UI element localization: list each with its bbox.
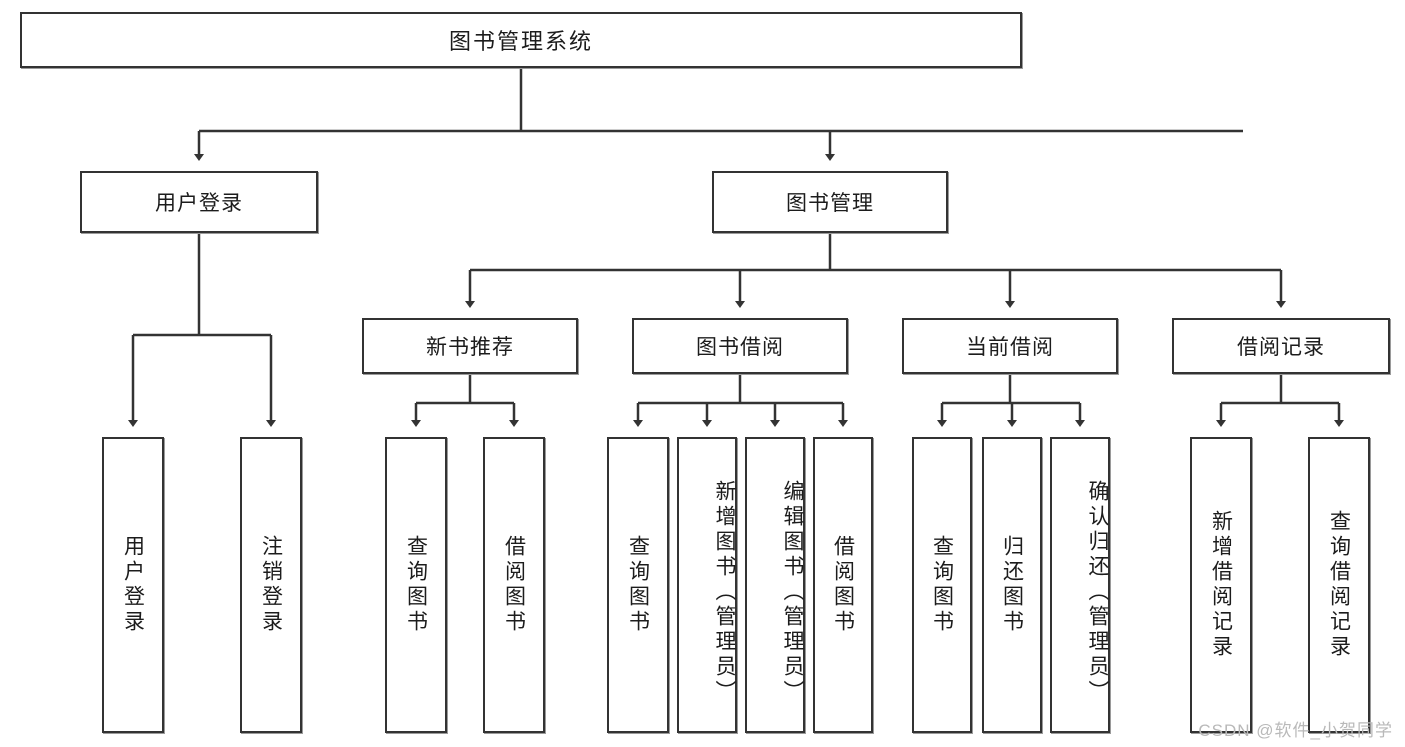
node-book-management-label: 图书管理 (786, 192, 874, 215)
leaf-add-borrow-record[interactable]: 新增借阅记录 (1190, 437, 1252, 733)
leaf-confirm-return-admin[interactable]: 确认归还（管理员） (1050, 437, 1110, 733)
leaf-add-book-admin[interactable]: 新增图书（管理员） (677, 437, 737, 733)
leaf-borrow-book[interactable]: 借阅图书 (813, 437, 873, 733)
leaf-query-borrow-record[interactable]: 查询借阅记录 (1308, 437, 1370, 733)
leaf-query-book-recommend[interactable]: 查询图书 (385, 437, 447, 733)
leaf-query-book-recommend-label: 查询图书 (404, 535, 428, 635)
leaf-query-borrow-record-label: 查询借阅记录 (1327, 510, 1351, 660)
node-current-borrow[interactable]: 当前借阅 (902, 318, 1118, 374)
node-root-label: 图书管理系统 (448, 29, 593, 54)
node-book-borrow-label: 图书借阅 (696, 336, 784, 359)
leaf-query-book-current-label: 查询图书 (930, 535, 954, 635)
leaf-return-book-label: 归还图书 (1000, 535, 1024, 635)
leaf-edit-book-admin[interactable]: 编辑图书（管理员） (745, 437, 805, 733)
leaf-edit-book-admin-label: 编辑图书（管理员） (781, 479, 804, 705)
leaf-confirm-return-admin-label: 确认归还（管理员） (1086, 479, 1109, 705)
leaf-add-borrow-record-label: 新增借阅记录 (1209, 510, 1233, 660)
leaf-logout-label: 注销登录 (259, 535, 283, 635)
node-new-book-recommend-label: 新书推荐 (426, 336, 514, 359)
leaf-logout[interactable]: 注销登录 (240, 437, 302, 733)
node-user-login-label: 用户登录 (155, 192, 243, 215)
node-current-borrow-label: 当前借阅 (966, 336, 1054, 359)
node-borrow-record-label: 借阅记录 (1237, 336, 1325, 359)
leaf-borrow-book-label: 借阅图书 (831, 535, 855, 635)
leaf-query-book-current[interactable]: 查询图书 (912, 437, 972, 733)
leaf-user-login[interactable]: 用户登录 (102, 437, 164, 733)
leaf-query-book-borrow[interactable]: 查询图书 (607, 437, 669, 733)
node-root[interactable]: 图书管理系统 (20, 12, 1022, 68)
leaf-borrow-book-recommend[interactable]: 借阅图书 (483, 437, 545, 733)
leaf-return-book[interactable]: 归还图书 (982, 437, 1042, 733)
leaf-borrow-book-recommend-label: 借阅图书 (502, 535, 526, 635)
watermark: CSDN @软件_小贺同学 (1198, 721, 1393, 740)
node-book-borrow[interactable]: 图书借阅 (632, 318, 848, 374)
leaf-add-book-admin-label: 新增图书（管理员） (713, 479, 736, 705)
leaf-user-login-label: 用户登录 (121, 535, 145, 635)
node-book-management[interactable]: 图书管理 (712, 171, 948, 233)
node-borrow-record[interactable]: 借阅记录 (1172, 318, 1390, 374)
leaf-query-book-borrow-label: 查询图书 (626, 535, 650, 635)
node-user-login[interactable]: 用户登录 (80, 171, 318, 233)
node-new-book-recommend[interactable]: 新书推荐 (362, 318, 578, 374)
